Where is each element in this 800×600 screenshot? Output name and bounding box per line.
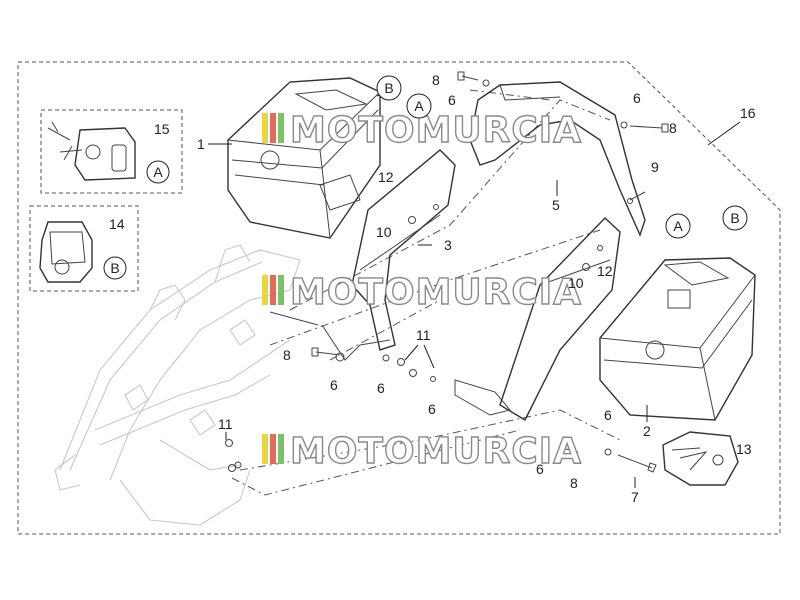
callout-8-top: 8 xyxy=(432,72,440,88)
callout-letter-a-inset: A xyxy=(153,164,163,180)
callout-letter-b-right: B xyxy=(730,210,739,226)
callout-5: 5 xyxy=(552,197,560,213)
callout-letter-b-top: B xyxy=(384,80,393,96)
callout-6-bottom: 6 xyxy=(536,461,544,477)
callout-16: 16 xyxy=(740,105,756,121)
callout-1: 1 xyxy=(197,136,205,152)
callout-10-right: 10 xyxy=(568,275,584,291)
callout-6-bottom-right: 6 xyxy=(604,407,612,423)
callout-14: 14 xyxy=(109,216,125,232)
watermark-text-2: MOTOMURCIA xyxy=(290,272,582,313)
watermark-top: MOTOMURCIA xyxy=(262,109,582,152)
callout-6-lower: 6 xyxy=(428,401,436,417)
rear-frame-ghost xyxy=(54,244,301,526)
hardware-fasteners xyxy=(225,71,669,473)
callout-12-right: 12 xyxy=(597,263,613,279)
right-side-case xyxy=(599,257,756,421)
callout-13: 13 xyxy=(736,441,752,457)
number-callouts: 1 2 3 5 7 9 12 12 10 10 11 11 13 14 15 1… xyxy=(109,72,756,505)
lock-cover-part xyxy=(39,221,93,283)
callout-letter-b-inset: B xyxy=(110,260,119,276)
callout-3: 3 xyxy=(444,237,452,253)
left-pannier-frame xyxy=(321,149,456,361)
watermark-text-3: MOTOMURCIA xyxy=(290,431,582,472)
left-side-case xyxy=(227,77,381,239)
watermark-text-1: MOTOMURCIA xyxy=(290,110,582,151)
callout-12-left: 12 xyxy=(378,169,394,185)
callout-9: 9 xyxy=(651,159,659,175)
lock-cylinder-part xyxy=(47,121,136,181)
callout-6-mid: 6 xyxy=(377,380,385,396)
inset-box-lock-15 xyxy=(40,109,183,194)
callout-6-right: 6 xyxy=(633,90,641,106)
callout-8-bottom: 8 xyxy=(570,475,578,491)
callout-2: 2 xyxy=(643,423,651,439)
callout-11-middle: 11 xyxy=(416,327,431,343)
upper-carrier-bar xyxy=(469,81,646,237)
key-set-part xyxy=(662,431,739,486)
callout-10-left: 10 xyxy=(376,224,392,240)
callout-6-left: 6 xyxy=(330,377,338,393)
watermark-bottom: MOTOMURCIA xyxy=(262,430,582,473)
callout-15: 15 xyxy=(154,121,170,137)
watermark-middle: MOTOMURCIA xyxy=(262,271,582,314)
letter-callouts: B A A B A B xyxy=(103,75,748,280)
callout-letter-a-top: A xyxy=(414,98,424,114)
right-pannier-frame xyxy=(454,217,621,421)
callout-8-left: 8 xyxy=(283,347,291,363)
callout-11-lower: 11 xyxy=(218,416,233,432)
callout-leaders xyxy=(208,90,741,488)
callout-7: 7 xyxy=(631,489,639,505)
callout-8-right: 8 xyxy=(669,120,677,136)
callout-6-top: 6 xyxy=(448,92,456,108)
inset-box-cover-14 xyxy=(29,205,139,292)
callout-letter-a-right: A xyxy=(673,218,683,234)
